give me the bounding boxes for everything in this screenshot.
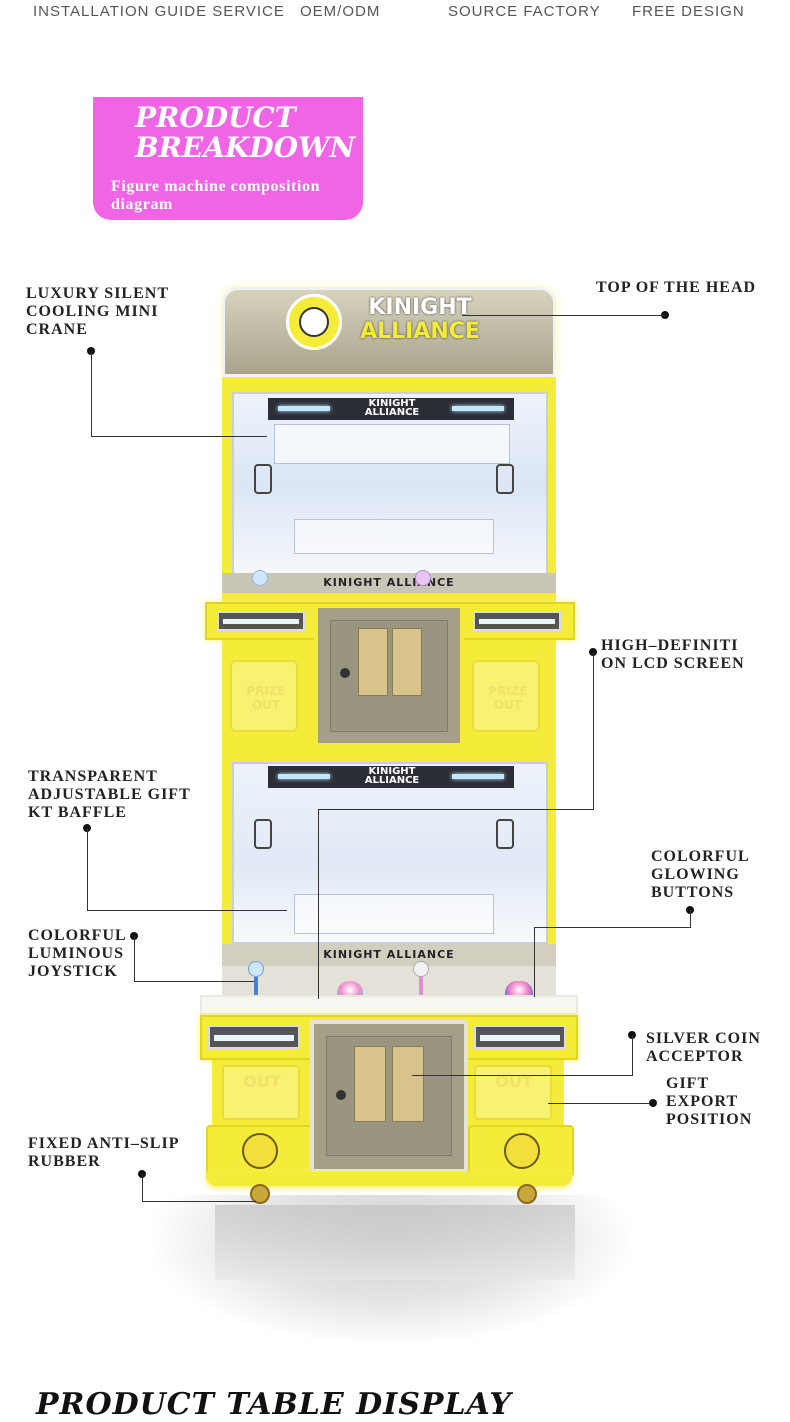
callout-dot-export [649, 1099, 657, 1107]
mascot-logo [286, 294, 342, 350]
nav-installation-guide[interactable]: INSTALLATION GUIDE SERVICE [33, 3, 285, 20]
nav-source-factory[interactable]: SOURCE FACTORY [448, 3, 601, 20]
breakdown-title: PRODUCT BREAKDOWN [135, 101, 356, 164]
upper-glass-chamber: KINIGHT ALLIANCE [232, 392, 548, 577]
gift-export-left: OUT [222, 1065, 300, 1120]
label-rubber: FIXED ANTI–SLIP RUBBER [28, 1135, 180, 1170]
head-brand-line2: ALLIANCE [360, 319, 480, 344]
lower-brand-strip: KINIGHT ALLIANCE [222, 944, 556, 966]
gift-export-right: OUT [474, 1065, 552, 1120]
label-crane: LUXURY SILENT COOLING MINI CRANE [26, 285, 169, 338]
label-coin: SILVER COIN ACCEPTOR [646, 1030, 761, 1065]
top-nav: INSTALLATION GUIDE SERVICE OEM/ODM SOURC… [0, 0, 790, 28]
glowing-button-right[interactable] [505, 981, 533, 999]
upper-brand-line2: ALLIANCE [364, 407, 420, 418]
joystick-right-ball[interactable] [413, 961, 429, 977]
upper-right-claw [496, 464, 514, 494]
upper-left-claw [254, 464, 272, 494]
upper-brand-strip: KINIGHT ALLIANCE [222, 573, 556, 593]
upper-prize-out-right: PRIZE OUT [472, 660, 540, 732]
label-export: GIFT EXPORT POSITION [666, 1075, 753, 1128]
coin-acceptor-right[interactable] [392, 1046, 424, 1122]
lower-glass-chamber: KINIGHT ALLIANCE [232, 762, 548, 944]
breakdown-subtitle: Figure machine composition diagram [111, 178, 321, 213]
machine-head [222, 287, 556, 377]
gift-baffle [294, 894, 494, 934]
joystick-left-ball[interactable] [248, 961, 264, 977]
product-table-display-title: PRODUCT TABLE DISPLAY [36, 1387, 512, 1422]
label-buttons: COLORFUL GLOWING BUTTONS [651, 848, 750, 901]
lower-brand-line1: KINIGHT [368, 766, 416, 777]
mascot-decal-right [468, 1125, 574, 1177]
glowing-button-left[interactable] [337, 981, 363, 999]
lower-left-claw [254, 819, 272, 849]
nav-oem-odm[interactable]: OEM/ODM [300, 3, 381, 20]
mascot-decal-left [206, 1125, 312, 1177]
caster-wheel-left [250, 1184, 270, 1204]
lower-right-claw [496, 819, 514, 849]
upper-brand-line1: KINIGHT [368, 398, 416, 409]
head-brand-line1: KINIGHT [368, 295, 472, 320]
lock-keyhole [336, 1090, 346, 1100]
upper-prize-out-left: PRIZE OUT [230, 660, 298, 732]
lower-coin-panel [310, 1020, 468, 1173]
nav-free-design[interactable]: FREE DESIGN [632, 3, 745, 20]
label-baffle: TRANSPARENT ADJUSTABLE GIFT KT BAFFLE [28, 768, 191, 821]
upper-crane-gantry [274, 424, 510, 464]
coin-acceptor-left[interactable] [354, 1046, 386, 1122]
label-head: TOP OF THE HEAD [596, 279, 757, 296]
upper-coin-panel [314, 604, 464, 747]
caster-wheel-right [517, 1184, 537, 1204]
lower-brand-line2: ALLIANCE [364, 775, 420, 786]
callout-dot-head [661, 311, 669, 319]
label-joystick: COLORFUL LUMINOUS JOYSTICK [28, 927, 127, 980]
breakdown-header: PRODUCT BREAKDOWN Figure machine composi… [93, 97, 363, 220]
label-lcd: HIGH–DEFINITI ON LCD SCREEN [601, 637, 745, 672]
